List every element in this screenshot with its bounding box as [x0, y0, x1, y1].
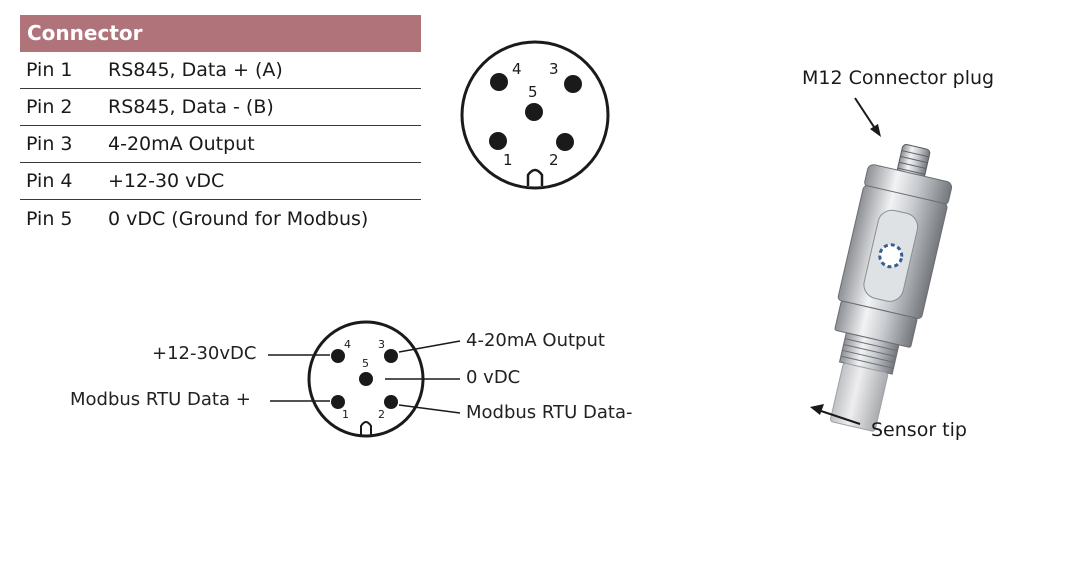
label-pin3: 4-20mA Output	[466, 330, 605, 351]
table-row: Pin 2 RS845, Data - (B)	[20, 89, 421, 126]
pin-2-dot	[556, 133, 574, 151]
label-pin1: Modbus RTU Data +	[70, 389, 251, 410]
table-row: Pin 1 RS845, Data + (A)	[20, 52, 421, 89]
connector-table: Connector Pin 1 RS845, Data + (A) Pin 2 …	[20, 15, 421, 237]
key-notch	[360, 421, 372, 435]
pin-4-dot	[331, 349, 345, 363]
sensor-product-image	[830, 144, 953, 432]
pin-number: 3	[549, 60, 559, 78]
pin-5-dot	[359, 372, 373, 386]
pin-cell: Pin 2	[26, 96, 73, 118]
pin-cell: Pin 5	[26, 207, 73, 230]
tip-arrow	[817, 409, 861, 425]
pin-number: 3	[378, 338, 385, 351]
table-row: Pin 3 4-20mA Output	[20, 126, 421, 163]
top-connector-face: 4 3 5 1 2	[460, 40, 610, 190]
desc-cell: 4-20mA Output	[108, 133, 255, 155]
plug-threads	[897, 150, 930, 175]
logo-icon	[878, 243, 904, 269]
desc-cell: +12-30 vDC	[108, 170, 225, 192]
pin-number: 5	[528, 83, 538, 101]
pin-cell: Pin 1	[26, 59, 73, 81]
pin-number: 2	[378, 408, 385, 421]
label-pin5: 0 vDC	[466, 367, 521, 388]
desc-cell: 0 vDC (Ground for Modbus)	[108, 207, 369, 230]
pin-number: 4	[512, 60, 522, 78]
table-header: Connector	[20, 15, 421, 52]
label-pin2: Modbus RTU Data-	[466, 402, 633, 423]
pin-number: 5	[362, 357, 369, 370]
desc-cell: RS845, Data - (B)	[108, 96, 274, 118]
pin-5-dot	[525, 103, 543, 121]
pin-3-dot	[564, 75, 582, 93]
body-threads	[840, 338, 898, 369]
pin-cell: Pin 3	[26, 133, 73, 155]
table-row: Pin 4 +12-30 vDC	[20, 163, 421, 200]
pin-3-dot	[384, 349, 398, 363]
leader-line	[398, 404, 461, 414]
pin-number: 2	[549, 151, 559, 169]
connector-arrow-head	[870, 124, 881, 137]
tip-arrow-head	[810, 404, 824, 415]
pin-1-dot	[331, 395, 345, 409]
key-notch	[526, 168, 544, 186]
sensor-tip-label: Sensor tip	[871, 419, 967, 441]
pin-number: 1	[503, 151, 513, 169]
table-row: Pin 5 0 vDC (Ground for Modbus)	[20, 200, 421, 237]
pin-2-dot	[384, 395, 398, 409]
pin-1-dot	[489, 132, 507, 150]
connector-plug-label: M12 Connector plug	[802, 67, 995, 89]
pin-cell: Pin 4	[26, 170, 73, 192]
leader-line	[398, 340, 461, 353]
sensor-tip	[830, 362, 889, 432]
label-pin4: +12-30vDC	[152, 343, 257, 364]
pin-number: 1	[342, 408, 349, 421]
desc-cell: RS845, Data + (A)	[108, 59, 283, 81]
pin-number: 4	[344, 338, 351, 351]
pin-4-dot	[490, 73, 508, 91]
